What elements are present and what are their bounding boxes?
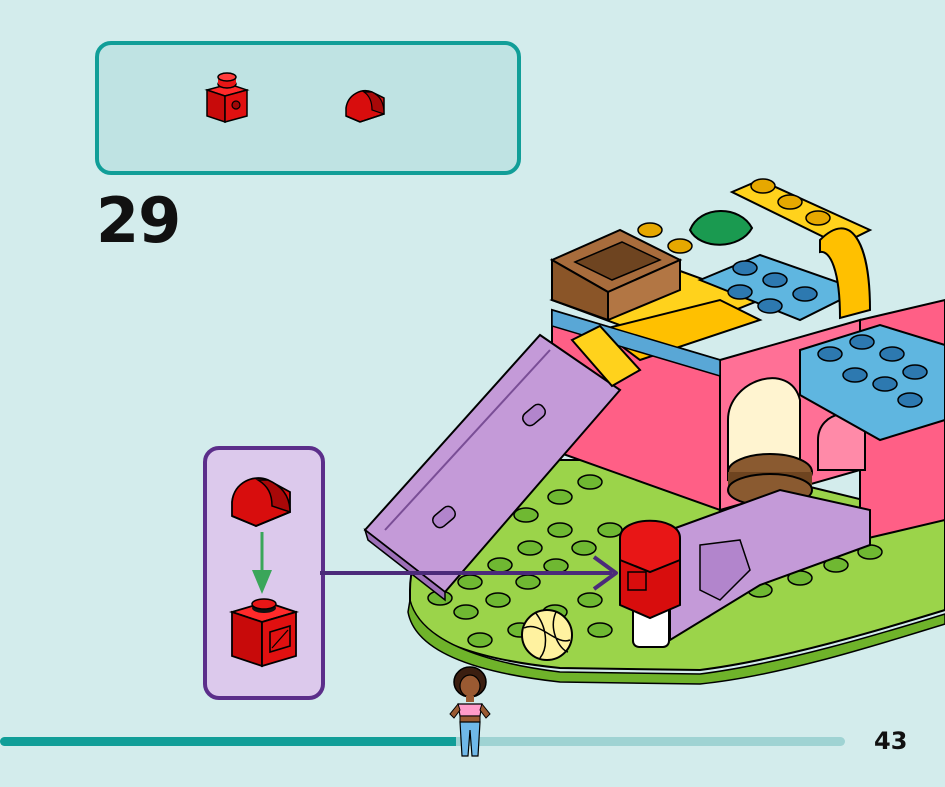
red-bracket-brick-icon [204, 72, 250, 124]
progress-bar [0, 737, 845, 746]
page-number: 43 [874, 727, 908, 755]
model-illustration [363, 178, 945, 685]
green-down-arrow-icon [252, 532, 272, 594]
parts-callout [95, 41, 521, 175]
step-number: 29 [96, 184, 181, 257]
yellow-ball [521, 609, 573, 661]
purple-right-arrow-icon [320, 555, 618, 591]
minifigure-icon [449, 666, 491, 757]
progress-fill [0, 737, 457, 746]
subassembly-bracket-brick-icon [228, 598, 300, 668]
red-curved-slope-icon [345, 90, 385, 123]
subassembly-slope-icon [231, 477, 291, 527]
